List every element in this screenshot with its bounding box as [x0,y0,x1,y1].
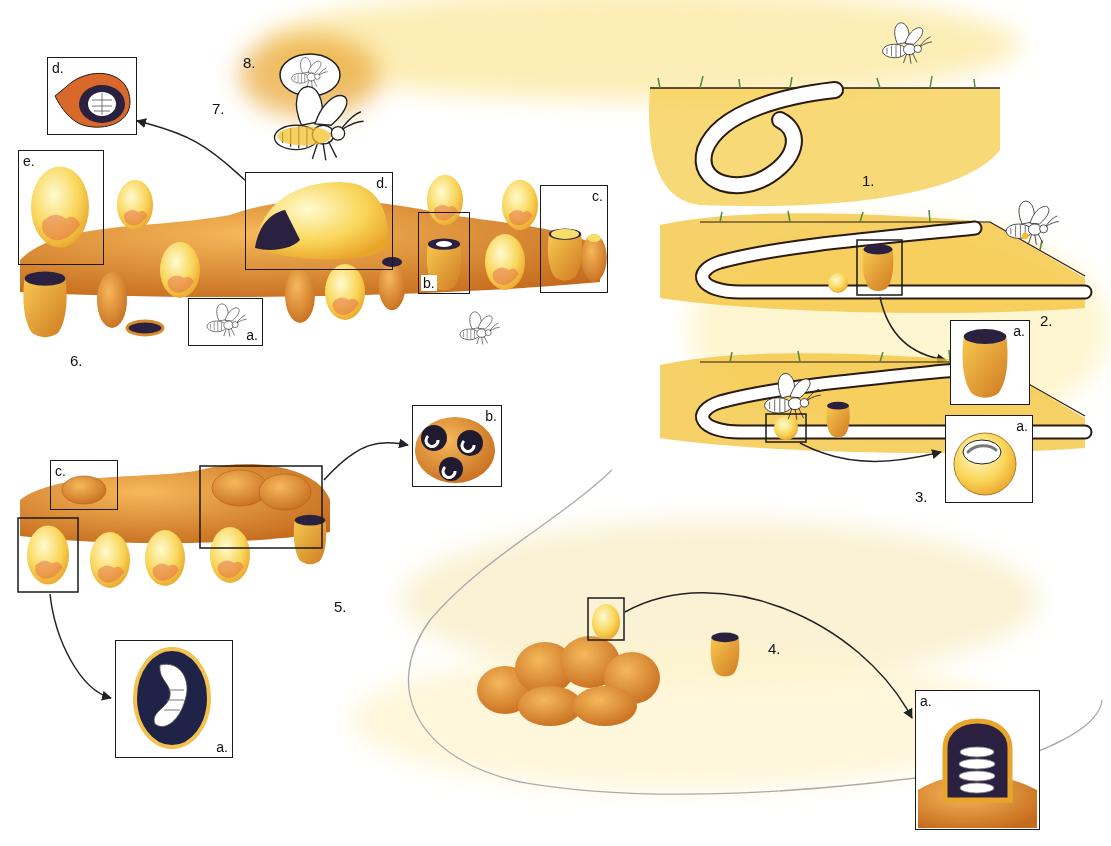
callout-box: b. [412,405,502,487]
callout-box: c. [540,185,608,293]
callout-box: a. [915,690,1040,830]
connector-arrow [137,121,245,180]
burrow-first-cell [660,201,1085,360]
callout-letter: d. [374,175,390,191]
callout-box: a. [188,298,263,346]
stage-number: 2. [1040,312,1053,329]
callout-box: b. [418,212,470,294]
inset-open-cup [950,320,1030,405]
callout-letter: c. [53,463,68,479]
stage-number: 7. [212,100,225,117]
stage-number: 8. [243,54,256,71]
callout-letter: d. [50,60,66,76]
cell-cluster-emerging [20,166,607,344]
callout-letter: e. [21,153,37,169]
callout-box: c. [50,460,118,510]
inset-pupa [115,640,233,758]
watercolor-wash [240,0,1110,790]
callout-letter: b. [483,408,499,424]
inset-larvae [412,405,502,487]
callout-letter: b. [421,275,437,291]
callout-box: d. [245,172,393,270]
callout-box: d. [47,57,137,135]
callout-letter: a. [1014,418,1030,434]
callout-letter: a. [244,327,260,343]
stage-number: 3. [915,488,928,505]
stage-number: 4. [768,640,781,657]
stage-number: 1. [862,172,875,189]
callout-letter: a. [918,693,934,709]
callout-letter: c. [590,188,605,204]
stage-number: 6. [70,352,83,369]
callout-box: a. [950,320,1030,405]
callout-letter: a. [214,739,230,755]
callout-box: a. [115,640,233,758]
inset-opened-cell [47,57,137,135]
inset-pupa-in-cell [915,690,1040,830]
callout-box: a. [945,415,1033,503]
burrow-start [649,23,1000,206]
callout-letter: a. [1011,323,1027,339]
stage-number: 5. [334,598,347,615]
adult-bee [275,87,364,161]
inset-pollen-ball [945,415,1033,503]
callout-box: e. [18,150,104,265]
